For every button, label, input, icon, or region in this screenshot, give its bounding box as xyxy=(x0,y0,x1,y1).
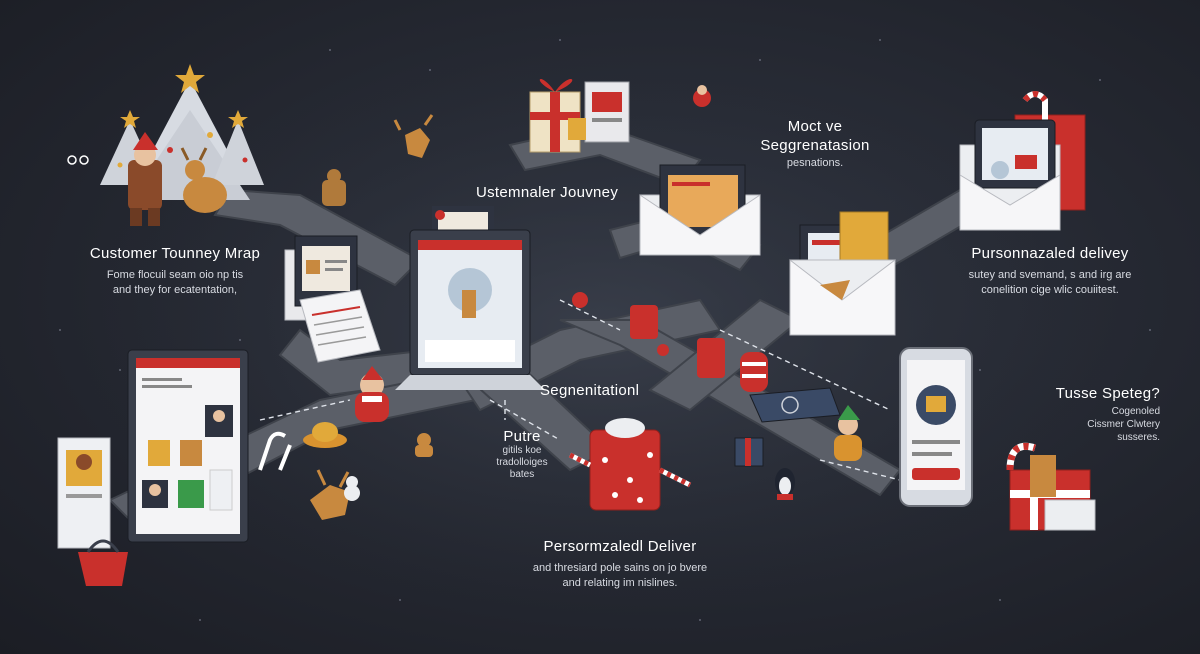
label-tusse-speteg-title: Tusse Speteg? xyxy=(1055,385,1160,402)
label-putre-line-3: bates xyxy=(509,469,535,480)
envelope-center xyxy=(639,164,761,256)
label-ustemnaler-journey: Ustemnaler Jouvney xyxy=(476,184,656,201)
label-segmentation: Segnenitationl xyxy=(540,382,700,399)
shopping-basket-icon xyxy=(78,539,128,586)
label-customer-journey-map: Customer Tounney Mrap Fome flocuil seam … xyxy=(60,245,290,298)
label-personalized-deliver-line-1: and thresiard pole sains on jo bvere xyxy=(532,562,708,574)
label-tusse-speteg-line-2: Cissmer Clwtery xyxy=(1087,419,1160,430)
reindeer-small-road xyxy=(322,169,346,206)
elf-figure-right xyxy=(834,405,862,461)
label-persunnazaled-delivey-line-1: sutey and svemand, s and irg are xyxy=(968,269,1132,281)
label-ustemnaler-journey-title: Ustemnaler Jouvney xyxy=(476,184,619,201)
candy-cane-left xyxy=(258,431,292,471)
penguin-figure xyxy=(775,468,795,500)
label-moct-ve-title-1: Moct ve xyxy=(787,118,843,135)
label-tusse-speteg-line-1: Cogenoled xyxy=(1111,406,1160,417)
envelope-top-right xyxy=(959,91,1086,231)
elf-figure-small xyxy=(415,433,433,457)
label-customer-journey-map-line-2: and they for ecatentation, xyxy=(112,284,238,296)
dashed-connectors xyxy=(259,299,901,481)
label-putre-line-2: tradolloiges xyxy=(496,457,548,468)
label-moct-ve-line: pesnations. xyxy=(786,157,844,169)
label-persunnazaled-delivey-title: Pursonnazaled delivey xyxy=(971,245,1129,262)
label-personalized-deliver-line-2: and relating im nislines. xyxy=(562,577,678,589)
profile-card-front xyxy=(127,349,249,543)
label-persunnazaled-delivey: Pursonnazaled delivey sutey and svemand,… xyxy=(925,245,1175,298)
santa-ornament-top xyxy=(693,85,711,107)
connector-center-top xyxy=(559,299,621,331)
label-personalized-deliver-title: Persormzaledl Deliver xyxy=(543,538,697,555)
big-present-center xyxy=(568,418,692,511)
label-customer-journey-map-line-1: Fome flocuil seam oio np tis xyxy=(106,269,244,281)
santa-figure xyxy=(128,160,162,210)
mail-envelope-left xyxy=(284,235,381,363)
label-personalized-deliver: Persormzaledl Deliver and thresiard pole… xyxy=(500,538,740,591)
label-tusse-speteg-line-3: susseres. xyxy=(1117,432,1160,443)
snowman-figure-lower xyxy=(344,476,360,501)
reindeer-figure xyxy=(183,177,227,213)
laptop-journey-screen xyxy=(395,206,545,390)
star-icon xyxy=(175,64,205,93)
christmas-tree-group xyxy=(67,64,264,226)
connector-phone xyxy=(819,459,901,481)
gift-box-bottom-right xyxy=(1006,442,1096,531)
hat-figure-center xyxy=(303,422,347,448)
label-moct-ve: Moct ve Seggrenatasion pesnations. xyxy=(725,118,905,171)
santa-figure-center xyxy=(355,366,389,422)
label-persunnazaled-delivey-line-2: conelition cige wlic couiitest. xyxy=(981,284,1119,296)
connector-lower xyxy=(489,399,561,441)
reindeer-figure-lower xyxy=(310,469,350,520)
tree-right xyxy=(212,120,264,185)
label-putre-title: Putre xyxy=(503,428,541,445)
connector-left xyxy=(259,399,351,421)
label-customer-journey-map-title: Customer Tounney Mrap xyxy=(89,245,261,262)
connector-right xyxy=(719,329,891,411)
label-moct-ve-title-2: Seggrenatasion xyxy=(760,137,870,154)
gift-box-small-navy xyxy=(734,437,764,467)
label-tusse-speteg: Tusse Speteg? Cogenoled Cissmer Clwtery … xyxy=(1010,385,1160,444)
profile-card-back xyxy=(57,437,111,549)
label-segmentation-title: Segnenitationl xyxy=(540,382,640,399)
gift-ornaments-center xyxy=(572,292,768,392)
phone-device xyxy=(899,347,973,507)
envelope-right-middle xyxy=(789,211,896,336)
path-center-right xyxy=(559,319,902,497)
star-field xyxy=(59,39,1151,621)
reindeer-small-top xyxy=(393,114,434,158)
card-center-right xyxy=(749,387,841,423)
gift-box-top xyxy=(529,78,630,153)
label-putre: Putre gitils koe tradolloiges bates xyxy=(472,428,572,481)
label-putre-line-1: gitils koe xyxy=(502,445,542,456)
